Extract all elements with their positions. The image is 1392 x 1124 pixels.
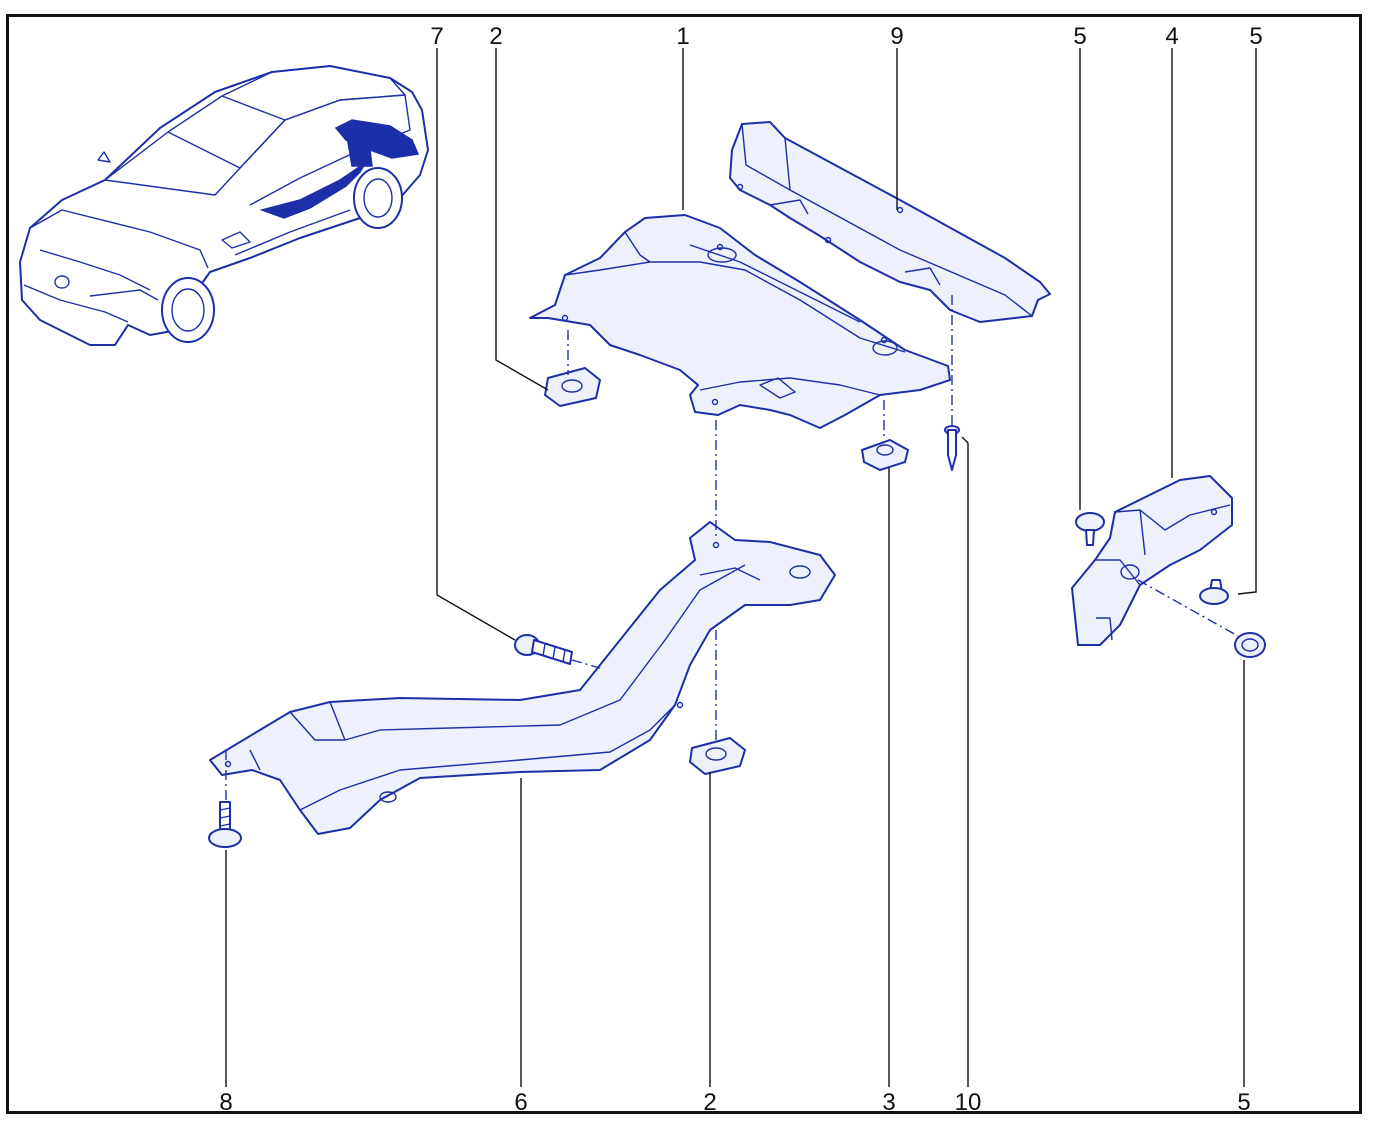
car-overview-illustration [19, 65, 429, 346]
callout-labels: 7 2 1 9 5 4 5 8 6 2 3 10 5 [219, 23, 1262, 1116]
callout-4: 4 [1165, 23, 1178, 50]
part-8-bolt [208, 801, 242, 848]
callout-10: 10 [955, 1089, 982, 1116]
callout-1: 1 [676, 23, 689, 50]
part-9-rear-heat-shield [729, 121, 1051, 323]
callout-7: 7 [430, 23, 443, 50]
leader-lines [225, 48, 1257, 1087]
part-5-clip-left [1075, 512, 1105, 546]
part-7-bolt [514, 634, 573, 665]
callout-9: 9 [890, 23, 903, 50]
part-5-clip-bottom [1234, 632, 1266, 658]
part-6-tunnel-heat-shield [209, 521, 836, 835]
part-5-clip-right [1199, 579, 1229, 605]
callout-6: 6 [514, 1089, 527, 1116]
callout-2-bottom: 2 [703, 1089, 716, 1116]
part-2-nut-clip-bottom [689, 737, 746, 775]
callout-5-bottom: 5 [1237, 1089, 1250, 1116]
part-2-nut-clip-top [544, 367, 601, 407]
callout-5-top-left: 5 [1073, 23, 1086, 50]
callout-8: 8 [219, 1089, 232, 1116]
callout-3: 3 [882, 1089, 895, 1116]
part-10-rivet [944, 425, 960, 471]
part-1-front-heat-shield [529, 214, 951, 429]
callout-5-top-right: 5 [1249, 23, 1262, 50]
assembly-axis-lines [225, 295, 1239, 802]
part-3-nut-clip [861, 439, 909, 471]
part-4-side-heat-shield [1071, 475, 1233, 646]
callout-2-top: 2 [489, 23, 502, 50]
